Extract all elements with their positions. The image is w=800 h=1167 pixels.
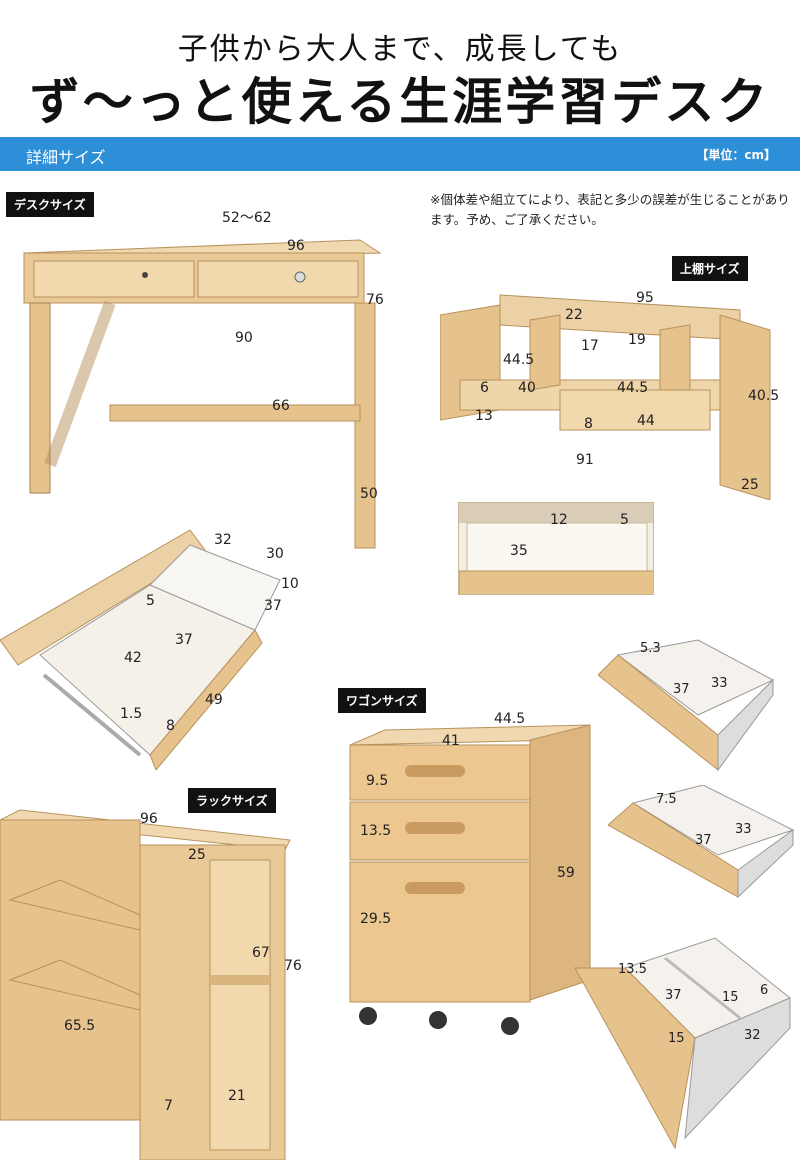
wdm-dim-a: 7.5 <box>656 792 677 807</box>
wdt-dim-a: 5.3 <box>640 641 661 656</box>
wagon-photo <box>340 720 600 1040</box>
drawer-dim-5: 5 <box>146 593 155 609</box>
rack-dim-76: 76 <box>284 958 302 974</box>
wdm-dim-b: 37 <box>695 833 712 848</box>
wagon-drawer-bottom-photo <box>565 928 795 1153</box>
rack-dim-7: 7 <box>164 1098 173 1114</box>
drawer-dim-32: 32 <box>214 532 232 548</box>
wdb-dim-c: 15 <box>722 990 739 1005</box>
drawer-dim-30: 30 <box>266 546 284 562</box>
wagon-dim-59: 59 <box>557 865 575 881</box>
wagon-dim-44-5: 44.5 <box>494 711 526 727</box>
wdb-dim-e: 15 <box>668 1031 685 1046</box>
rack-photo <box>0 800 300 1160</box>
desk-dim-w-outer: 52〜62 <box>222 210 272 226</box>
wdt-dim-b: 37 <box>673 682 690 697</box>
wdb-dim-a: 13.5 <box>618 962 647 977</box>
shelf-drawer-dim-5: 5 <box>620 512 629 528</box>
tag-wagon: ワゴンサイズ <box>338 688 426 713</box>
wagon-dim-9-5: 9.5 <box>366 773 389 789</box>
wagon-drawer-mid-photo <box>608 785 796 900</box>
shelf-dim-40-5: 40.5 <box>748 388 780 404</box>
shelf-dim-8: 8 <box>584 416 593 432</box>
desk-photo <box>10 225 400 555</box>
hero-subtitle: 子供から大人まで、成長しても <box>177 32 623 67</box>
shelf-dim-25: 25 <box>741 477 759 493</box>
rack-dim-67: 67 <box>252 945 270 961</box>
shelf-drawer-dim-35: 35 <box>510 543 528 559</box>
rack-dim-96: 96 <box>140 811 158 827</box>
rack-dim-25: 25 <box>188 847 206 863</box>
shelf-drawer-photo <box>458 502 654 595</box>
drawer-dim-8: 8 <box>166 718 175 734</box>
wdm-dim-c: 33 <box>735 822 752 837</box>
wdb-dim-d: 6 <box>760 983 769 998</box>
drawer-dim-37a: 37 <box>264 598 282 614</box>
wagon-dim-13-5: 13.5 <box>360 823 392 839</box>
desk-drawer-photo <box>0 525 310 770</box>
shelf-dim-44-5a: 44.5 <box>503 352 535 368</box>
drawer-dim-42: 42 <box>124 650 142 666</box>
size-note: ※個体差や組立てにより、表記と多少の誤差が生じることがあります。予め、ご了承くだ… <box>430 192 790 227</box>
desk-dim-h: 76 <box>366 292 384 308</box>
section-title: 詳細サイズ <box>26 148 106 167</box>
shelf-dim-40: 40 <box>518 380 536 396</box>
rack-dim-21: 21 <box>228 1088 246 1104</box>
tag-desk: デスクサイズ <box>6 192 94 217</box>
shelf-dim-19: 19 <box>628 332 646 348</box>
shelf-dim-44-5b: 44.5 <box>617 380 649 396</box>
shelf-dim-6: 6 <box>480 380 489 396</box>
shelf-dim-13: 13 <box>475 408 493 424</box>
shelf-dim-95: 95 <box>636 290 654 306</box>
section-bar: 詳細サイズ 【単位：cm】 <box>0 137 800 171</box>
wdb-dim-b: 37 <box>665 988 682 1003</box>
drawer-dim-1-5: 1.5 <box>120 706 143 722</box>
wagon-dim-29-5: 29.5 <box>360 911 392 927</box>
shelf-dim-17: 17 <box>581 338 599 354</box>
tag-rack: ラックサイズ <box>188 788 276 813</box>
unit-label: 【単位：cm】 <box>696 148 776 162</box>
wdt-dim-c: 33 <box>711 676 728 691</box>
shelf-photo <box>440 285 780 500</box>
drawer-dim-37b: 37 <box>175 632 193 648</box>
wagon-dim-41: 41 <box>442 733 460 749</box>
desk-dim-depth: 50 <box>360 486 378 502</box>
drawer-dim-10: 10 <box>281 576 299 592</box>
desk-dim-w-top: 96 <box>287 238 305 254</box>
shelf-dim-44: 44 <box>637 413 655 429</box>
hero-title: ず〜っと使える生涯学習デスク <box>29 73 771 131</box>
tag-shelf: 上棚サイズ <box>672 256 748 281</box>
shelf-drawer-dim-12: 12 <box>550 512 568 528</box>
desk-dim-inner-h: 66 <box>272 398 290 414</box>
desk-dim-inner-w: 90 <box>235 330 253 346</box>
wdb-dim-f: 32 <box>744 1028 761 1043</box>
rack-dim-65-5: 65.5 <box>64 1018 96 1034</box>
shelf-dim-91: 91 <box>576 452 594 468</box>
drawer-dim-49: 49 <box>205 692 223 708</box>
shelf-dim-22: 22 <box>565 307 583 323</box>
wagon-drawer-top-photo <box>598 635 778 775</box>
